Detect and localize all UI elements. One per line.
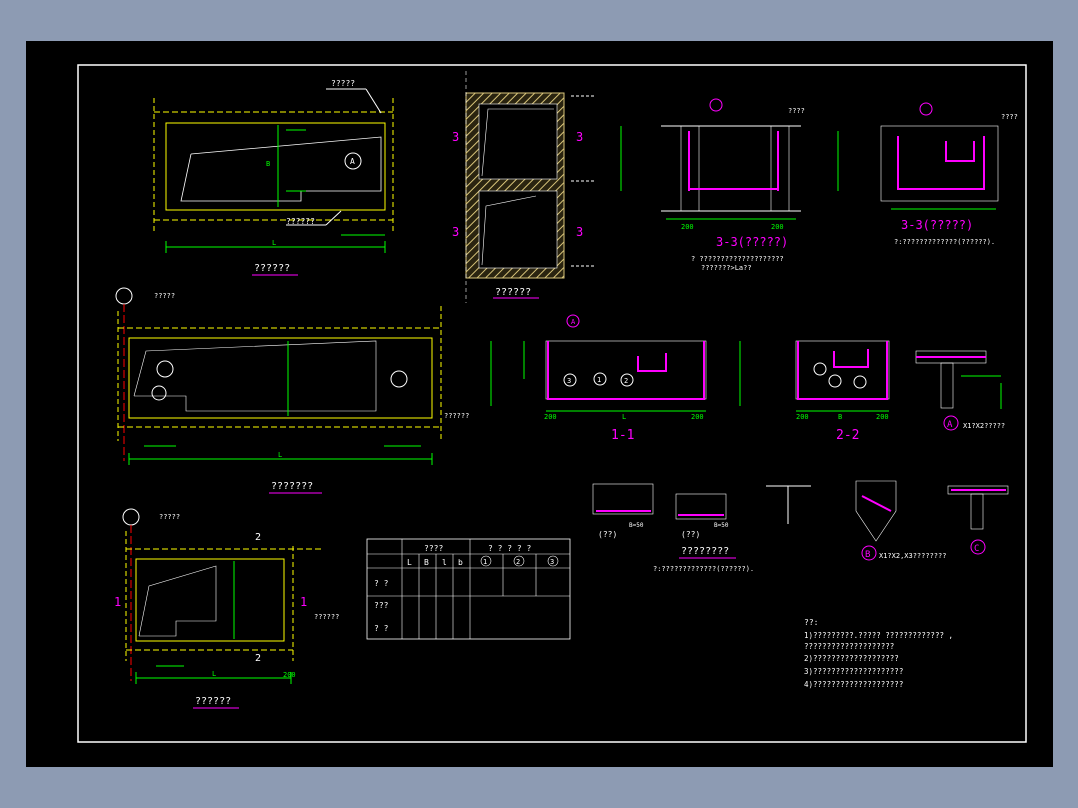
- sec33b-tag: ????: [1001, 113, 1018, 121]
- detail-a-letter: A: [947, 420, 953, 430]
- details-mid-note: ?:?????????????(??????).: [653, 565, 754, 573]
- table-head-group1: ????: [424, 544, 443, 553]
- table-col-L: L: [407, 558, 412, 567]
- sheet-frame: [77, 64, 1027, 743]
- sec11-dim-200b: 200: [691, 413, 704, 421]
- table-row-2: ???: [374, 601, 389, 610]
- section-33b: [837, 102, 999, 210]
- notes-line-1: 1)?????????.????? ????????????? ,: [804, 631, 953, 640]
- detail-b-letter: B: [865, 550, 870, 560]
- plan2-dim-l: L: [278, 451, 282, 459]
- sec11-dim-l: L: [622, 413, 626, 421]
- plan2-title: ???????: [271, 481, 313, 492]
- plan3-sec2-top: 2: [255, 532, 261, 543]
- plan-view-3: [122, 508, 323, 684]
- sec22-dim-200b: 200: [876, 413, 889, 421]
- det-b50-1: B=50: [629, 522, 644, 529]
- plan3-tag-top: ?????: [159, 513, 180, 521]
- plan1-dim-b: B: [266, 160, 270, 168]
- sec11-callout-a: A: [571, 318, 576, 326]
- plan3-title: ??????: [195, 696, 231, 707]
- plan-mid-section-3a: 3: [452, 130, 459, 144]
- sec11-callout-3: 3: [567, 377, 571, 385]
- notes-title: ??:: [804, 618, 818, 627]
- sec33a-dim-200b: 200: [771, 223, 784, 231]
- notes-line-3: 2)???????????????????: [804, 654, 899, 663]
- detail-c-letter: C: [974, 544, 979, 554]
- plan1-dim-l: L: [272, 239, 276, 247]
- plan3-tag-right: ??????: [314, 613, 339, 621]
- table-row-3: ? ?: [374, 624, 389, 633]
- sec33a-title: 3-3(?????): [716, 235, 788, 249]
- cad-viewport[interactable]: ????? ?????? A B L ?????? 3 3 3 3 ??????…: [26, 41, 1053, 767]
- sec11-callout-2: 2: [624, 377, 628, 385]
- plan-view-2: [115, 287, 442, 465]
- sec33b-note: ?:?????????????(??????).: [894, 238, 995, 246]
- table-col-B: B: [424, 558, 429, 567]
- details-mid: [592, 480, 1009, 561]
- sec33b-title: 3-3(?????): [901, 218, 973, 232]
- notes-line-2: ????????????????????: [804, 642, 894, 651]
- sec33a-tag: ????: [788, 107, 805, 115]
- detail-a-caption: X1?X2?????: [963, 422, 1005, 430]
- plan1-tag-bottom: ??????: [286, 217, 315, 226]
- table-col-l: l: [442, 558, 447, 567]
- notes-line-5: 4)????????????????????: [804, 680, 903, 689]
- detail-b-caption: X1?X2,X3????????: [879, 552, 946, 560]
- detail-a: [915, 350, 1002, 431]
- plan-mid: [465, 71, 596, 303]
- sec22-title: 2-2: [836, 428, 859, 443]
- table-col-b: b: [458, 558, 463, 567]
- det-b50-2: B=50: [714, 522, 729, 529]
- plan-mid-section-3b: 3: [576, 130, 583, 144]
- plan-mid-title: ??????: [495, 287, 531, 298]
- sec33a-dim-200a: 200: [681, 223, 694, 231]
- table-col-2: 2: [516, 558, 520, 566]
- plan-view-1: [153, 88, 394, 253]
- table-row-1: ? ?: [374, 579, 389, 588]
- section-22: [739, 340, 890, 412]
- plan-mid-section-3d: 3: [576, 225, 583, 239]
- sec33a-note1: ? ????????????????????: [691, 255, 784, 263]
- section-33a: [620, 98, 801, 220]
- plan3-dim-200: 200: [283, 671, 296, 679]
- sec11-callout-1: 1: [597, 376, 601, 384]
- plan3-sec1-right: 1: [300, 595, 307, 609]
- det-legend-2: (??): [681, 530, 700, 539]
- table-col-3: 3: [550, 558, 554, 566]
- plan3-sec1-left: 1: [114, 595, 121, 609]
- sec11-title: 1-1: [611, 428, 634, 443]
- sec11-dim-200a: 200: [544, 413, 557, 421]
- sec33a-note2: ???????>La??: [701, 264, 752, 272]
- plan1-title: ??????: [254, 263, 290, 274]
- plan3-sec2-bot: 2: [255, 653, 261, 664]
- plan1-tag-top: ?????: [331, 79, 355, 88]
- det-legend-1: (??): [598, 530, 617, 539]
- section-11: [490, 314, 707, 412]
- plan1-callout-a: A: [350, 157, 355, 166]
- cad-drawing-sheet: ????? ?????? A B L ?????? 3 3 3 3 ??????…: [77, 64, 1027, 743]
- plan-mid-section-3c: 3: [452, 225, 459, 239]
- details-mid-title: ????????: [681, 546, 729, 557]
- dimension-table: [366, 538, 571, 640]
- plan3-dim-l: L: [212, 670, 216, 678]
- table-col-1: 1: [483, 558, 487, 566]
- notes-line-4: 3)????????????????????: [804, 667, 903, 676]
- plan2-tag-top: ?????: [154, 292, 175, 300]
- plan2-tag-right: ??????: [444, 412, 469, 420]
- table-head-group2: ? ? ? ? ?: [488, 544, 532, 553]
- sec22-dim-200a: 200: [796, 413, 809, 421]
- sec22-dim-b: B: [838, 413, 842, 421]
